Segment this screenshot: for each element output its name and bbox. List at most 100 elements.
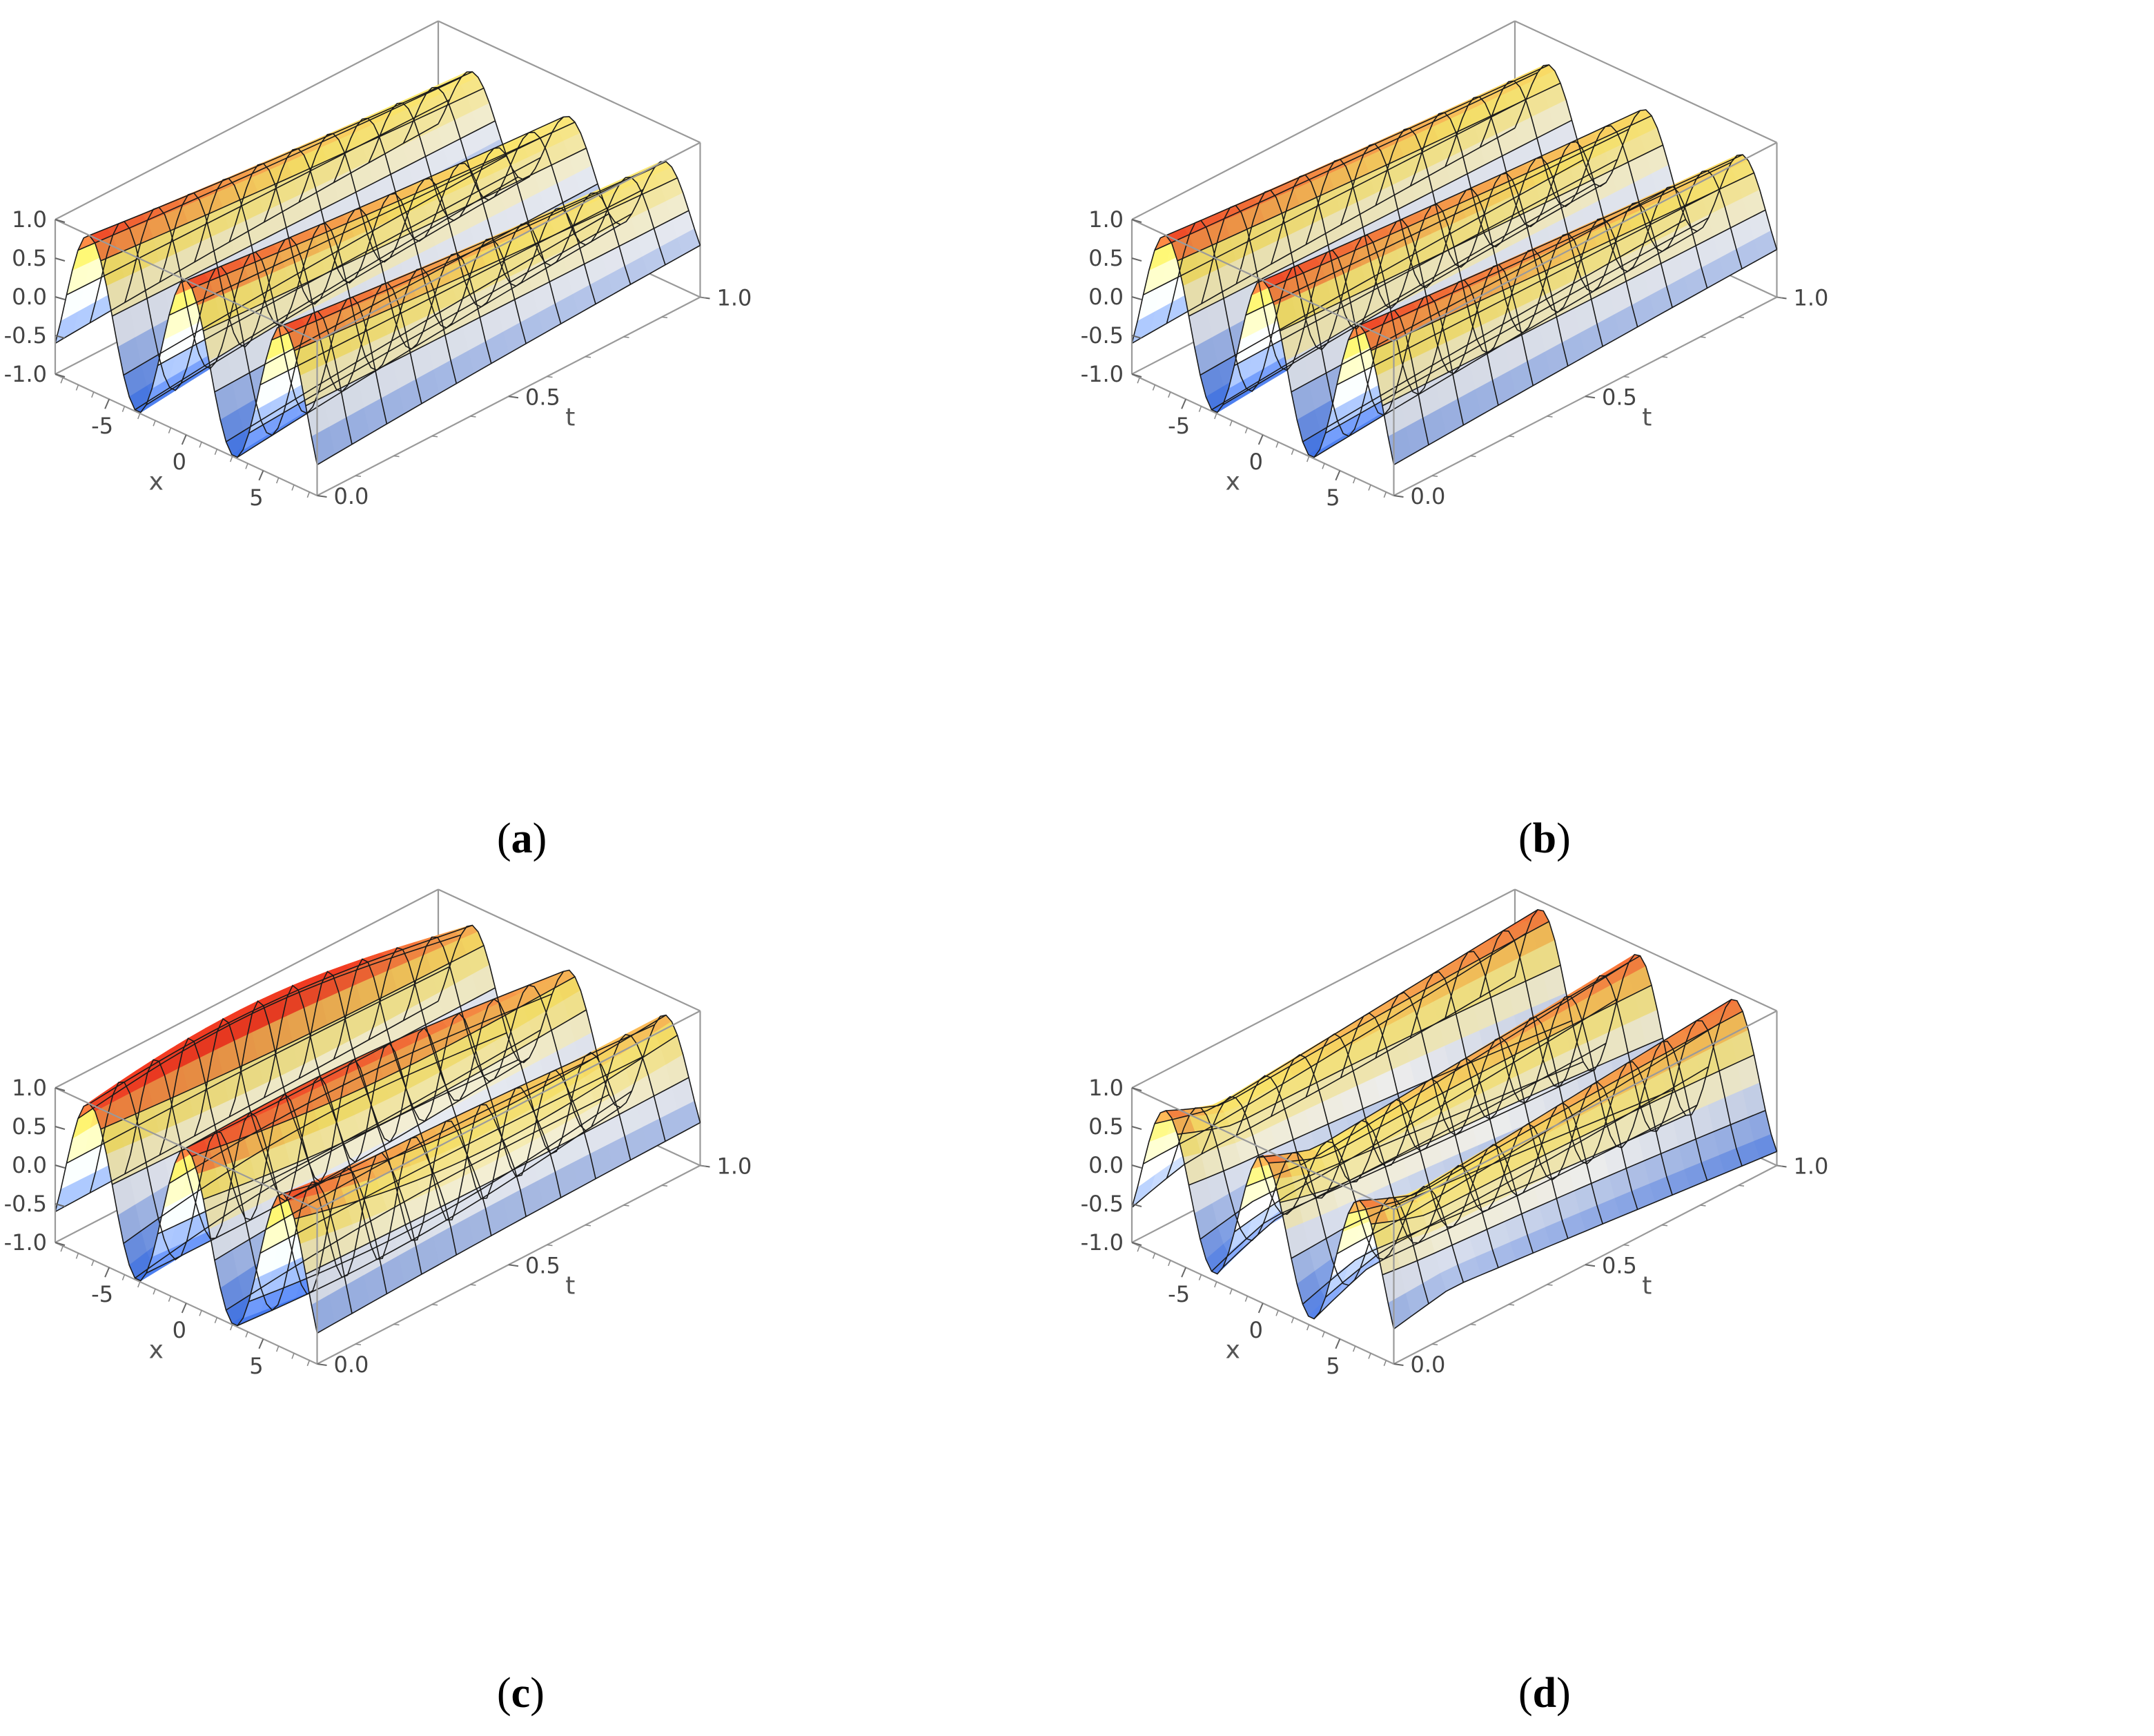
x-tick-mark xyxy=(104,1267,110,1278)
t-minor-tick xyxy=(1470,455,1476,458)
box-back-edge xyxy=(438,888,701,1012)
mesh-line-t xyxy=(368,102,631,285)
x-minor-tick xyxy=(1152,384,1156,391)
z-tick-mark xyxy=(1131,257,1142,262)
x-minor-tick xyxy=(137,1281,141,1288)
z-tick-mark xyxy=(1131,1164,1142,1169)
mesh-line-x xyxy=(1166,64,1549,236)
x-minor-tick xyxy=(1137,377,1140,384)
z-tick-mark xyxy=(55,1087,66,1091)
box-front-edge xyxy=(55,219,317,342)
x-axis-label: x xyxy=(1226,467,1240,496)
mesh-line-x xyxy=(1268,115,1652,289)
mesh-line-x xyxy=(271,1024,655,1209)
x-minor-tick xyxy=(60,377,63,384)
t-axis-label: t xyxy=(1642,404,1652,432)
mesh-line-x xyxy=(1166,921,1549,1111)
mesh-line-x xyxy=(1336,188,1721,386)
mesh-line-x xyxy=(1257,110,1641,284)
x-minor-tick xyxy=(275,477,280,484)
box-front-edge xyxy=(316,142,701,342)
mesh-line-x xyxy=(203,1009,587,1200)
mesh-line-x xyxy=(1222,182,1607,406)
mesh-line-x xyxy=(1280,1037,1663,1203)
x-minor-tick xyxy=(1275,442,1279,448)
mesh-line-x xyxy=(1268,984,1652,1164)
mesh-line-x xyxy=(1302,219,1686,442)
mesh-line-x xyxy=(180,116,564,284)
mesh-line-x xyxy=(305,210,689,407)
x-minor-tick xyxy=(1322,463,1325,469)
mesh-line-x xyxy=(1359,1011,1743,1201)
mesh-line-x xyxy=(1154,909,1538,1124)
mesh-line-x xyxy=(1177,82,1561,262)
z-tick-mark xyxy=(1131,373,1142,378)
z-tick-label: -0.5 xyxy=(1081,322,1124,349)
x-tick-label: 5 xyxy=(1326,1353,1340,1379)
x-axis-label: x xyxy=(1226,1336,1240,1364)
mesh-line-t xyxy=(159,192,422,404)
mesh-line-t xyxy=(124,1059,388,1296)
t-minor-tick xyxy=(547,376,553,378)
box-back-edge xyxy=(1514,888,1777,1012)
x-minor-tick xyxy=(214,449,218,455)
mesh-line-x xyxy=(1188,1020,1572,1186)
caption-letter: d xyxy=(1532,1670,1557,1717)
t-tick-mark xyxy=(1393,1363,1404,1366)
mesh-line-x xyxy=(248,213,632,434)
mesh-line-x xyxy=(89,924,473,1104)
mesh-line-x xyxy=(89,71,473,236)
x-minor-tick xyxy=(121,406,126,412)
t-minor-tick xyxy=(585,1225,591,1227)
mesh-line-x xyxy=(1234,159,1618,367)
mesh-line-x xyxy=(168,993,553,1184)
x-minor-tick xyxy=(1244,1296,1249,1302)
t-tick-mark xyxy=(1585,1264,1596,1267)
z-tick-label: 0.5 xyxy=(1088,1113,1124,1140)
x-tick-mark xyxy=(104,398,110,409)
mesh-line-x xyxy=(317,1122,701,1334)
x-tick-label: -5 xyxy=(91,1281,113,1307)
x-minor-tick xyxy=(214,1317,218,1323)
mesh-line-x xyxy=(1222,1042,1607,1268)
t-minor-tick xyxy=(700,1164,706,1167)
x-tick-mark xyxy=(1181,398,1187,409)
caption-letter: c xyxy=(511,1670,531,1717)
x-tick-mark xyxy=(258,470,264,481)
x-minor-tick xyxy=(1352,477,1356,484)
z-tick-mark xyxy=(55,335,66,339)
mesh-line-x xyxy=(317,244,701,466)
mesh-line-x xyxy=(77,934,462,1120)
mesh-line-x xyxy=(146,1057,530,1274)
caption-close-paren: ) xyxy=(1556,815,1571,862)
t-tick-label: 1.0 xyxy=(1794,1153,1829,1180)
x-minor-tick xyxy=(1198,406,1202,412)
x-minor-tick xyxy=(1198,1274,1202,1280)
z-tick-mark xyxy=(1131,1126,1142,1130)
caption-open-paren: ( xyxy=(1518,1670,1533,1717)
mesh-line-x xyxy=(1325,217,1709,434)
z-tick-mark xyxy=(1131,1203,1142,1207)
x-axis-label: x xyxy=(149,467,164,496)
mesh-line-t xyxy=(1409,112,1673,308)
mesh-line-x xyxy=(1280,144,1663,332)
mesh-line-t xyxy=(89,1081,353,1314)
t-axis-label: t xyxy=(1642,1272,1652,1300)
z-tick-label: 0.0 xyxy=(12,284,47,310)
x-minor-tick xyxy=(1383,1360,1387,1367)
x-tick-mark xyxy=(1335,1338,1341,1349)
t-minor-tick xyxy=(1776,1164,1783,1167)
mesh-line-x xyxy=(237,1106,621,1327)
x-minor-tick xyxy=(306,491,311,498)
x-minor-tick xyxy=(1306,456,1310,462)
mesh-line-x xyxy=(123,1032,507,1245)
mesh-line-x xyxy=(214,183,598,393)
t-minor-tick xyxy=(1700,1205,1706,1207)
z-tick-label: 1.0 xyxy=(1088,1075,1124,1101)
mesh-line-x xyxy=(168,131,553,316)
x-tick-label: 0 xyxy=(1249,1317,1263,1343)
mesh-line-x xyxy=(55,1000,439,1213)
x-minor-tick xyxy=(1214,1281,1217,1288)
